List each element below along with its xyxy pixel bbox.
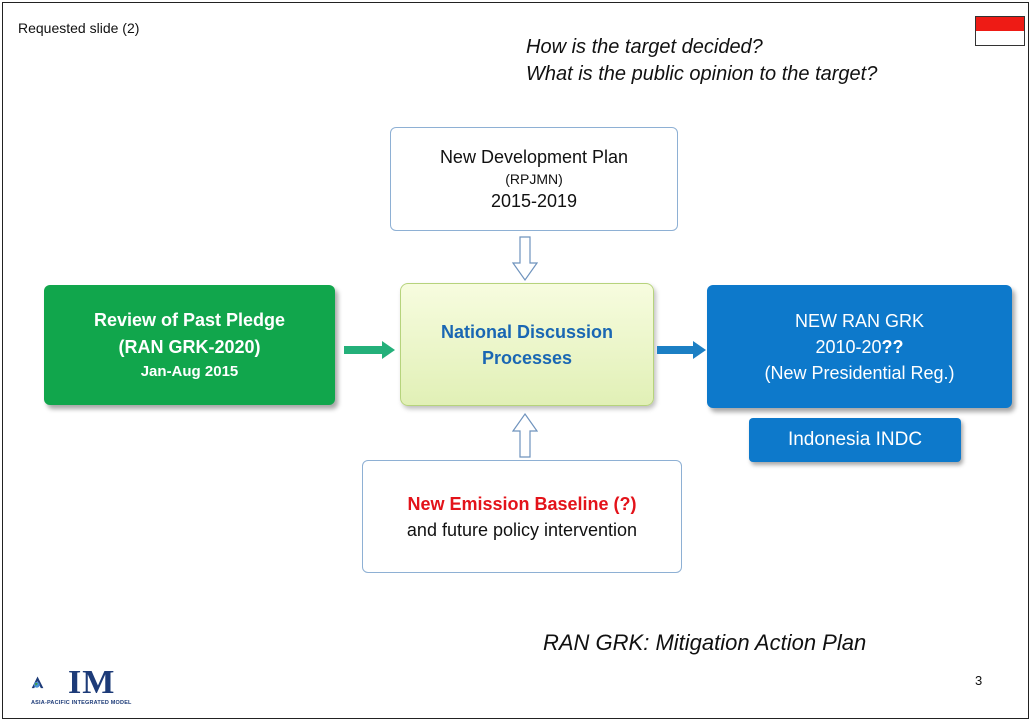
past-pledge-code: (RAN GRK-2020): [118, 337, 261, 357]
indonesia-indc-label: Indonesia INDC: [787, 429, 923, 450]
right-arrow-blue-icon: [657, 341, 706, 359]
aim-logo-icon: [31, 676, 44, 689]
down-arrow-icon: [512, 236, 538, 282]
development-plan-years: 2015-2019: [490, 191, 578, 211]
new-ran-grk-title: NEW RAN GRK: [794, 310, 924, 331]
new-ran-grk-years: 2010-20??: [815, 336, 904, 357]
emission-baseline-box: New Emission Baseline (?) and future pol…: [362, 460, 682, 573]
logo-subtitle: ASIA-PACIFIC INTEGRATED MODEL: [31, 700, 132, 706]
new-ran-grk-box: NEW RAN GRK 2010-20?? (New Presidential …: [707, 285, 1012, 408]
slide-label: Requested slide (2): [18, 20, 140, 36]
new-ran-grk-regulation: (New Presidential Reg.): [764, 362, 955, 383]
indonesia-flag-icon: [975, 16, 1025, 46]
national-discussion-line2: Processes: [481, 347, 573, 368]
page-number: 3: [975, 673, 983, 688]
emission-baseline-title: New Emission Baseline (?): [407, 493, 637, 514]
past-pledge-title: Review of Past Pledge: [93, 310, 286, 330]
past-pledge-box: Review of Past Pledge (RAN GRK-2020) Jan…: [44, 285, 335, 405]
development-plan-box: New Development Plan (RPJMN) 2015-2019: [390, 127, 678, 231]
question-1: How is the target decided?: [526, 36, 763, 58]
emission-baseline-subtitle: and future policy intervention: [406, 519, 638, 540]
up-arrow-icon: [512, 412, 538, 458]
footnote: RAN GRK: Mitigation Action Plan: [543, 630, 867, 655]
right-arrow-green-icon: [344, 341, 395, 359]
questions: How is the target decided? What is the p…: [526, 34, 877, 88]
development-plan-abbrev: (RPJMN): [505, 171, 563, 187]
question-2: What is the public opinion to the target…: [526, 63, 878, 85]
logo-text: IM: [68, 664, 116, 701]
indonesia-indc-box: Indonesia INDC: [749, 418, 961, 462]
past-pledge-dates: Jan-Aug 2015: [140, 363, 239, 380]
development-plan-title: New Development Plan: [439, 147, 629, 167]
national-discussion-box: National Discussion Processes: [400, 283, 654, 406]
national-discussion-line1: National Discussion: [440, 321, 614, 342]
